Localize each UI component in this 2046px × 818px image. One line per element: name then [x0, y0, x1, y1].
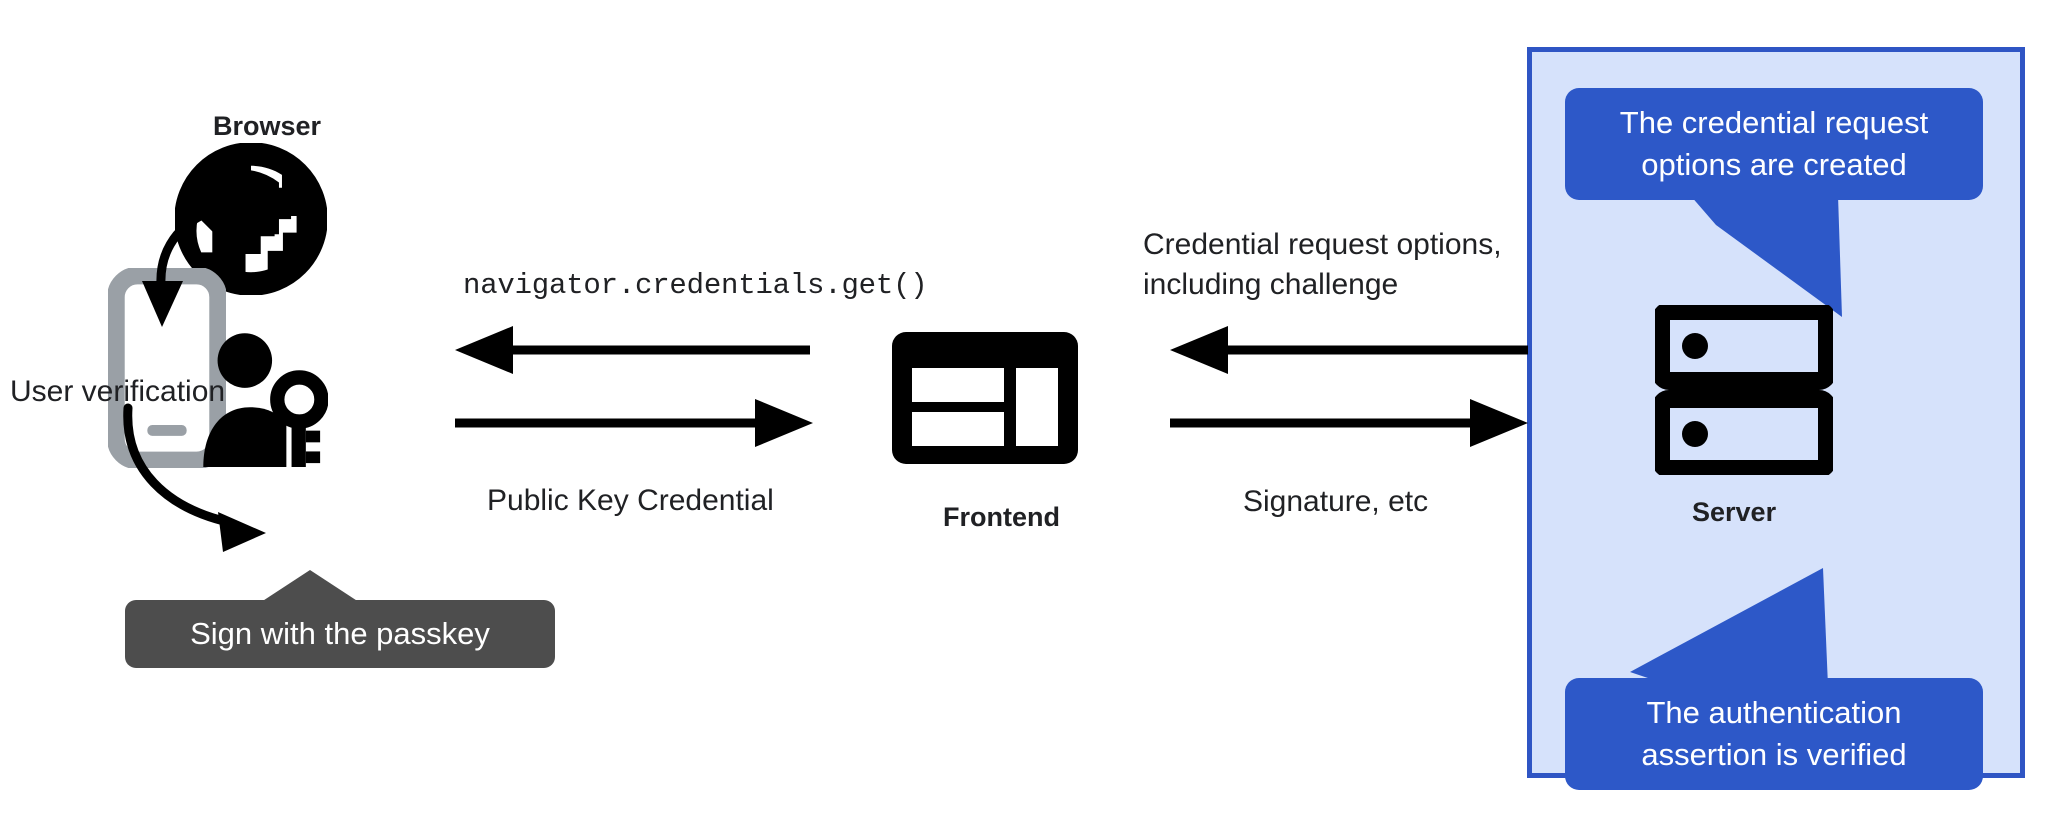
signature-etc-label: Signature, etc — [1243, 485, 1429, 518]
server-callout-top: The credential request options are creat… — [1565, 88, 1983, 200]
credential-request-options-label-line1: Credential request options, — [1143, 228, 1502, 261]
web-layout-icon — [888, 328, 1082, 468]
frontend-label: Frontend — [943, 502, 1060, 532]
globe-icon-detail — [174, 142, 328, 296]
browser-to-frontend-arrow — [455, 399, 813, 447]
user-verification-label: User verification — [10, 375, 226, 408]
server-label: Server — [1692, 497, 1777, 527]
person-with-key-icon — [198, 332, 329, 467]
server-callout-top-line1: The credential request — [1619, 105, 1929, 140]
sign-with-passkey-text: Sign with the passkey — [190, 616, 490, 651]
server-callout-bottom-line2: assertion is verified — [1641, 737, 1907, 772]
frontend-to-browser-arrow — [455, 326, 810, 374]
server-callout-bottom: The authentication assertion is verified — [1565, 678, 1983, 790]
server-callout-bottom-tail — [1630, 568, 1828, 686]
public-key-credential-label: Public Key Credential — [487, 484, 774, 517]
server-icon — [1652, 302, 1836, 478]
credential-request-options-label-line2: including challenge — [1143, 268, 1399, 301]
server-callout-top-line2: options are created — [1641, 147, 1907, 182]
browser-label: Browser — [213, 111, 322, 141]
sign-with-passkey-tooltip: Sign with the passkey — [125, 600, 555, 668]
server-to-frontend-arrow — [1170, 326, 1528, 374]
frontend-to-server-arrow — [1170, 399, 1528, 447]
server-callout-top-tail — [1690, 195, 1842, 317]
server-callout-bottom-line1: The authentication — [1646, 695, 1902, 730]
passkey-tooltip-tail — [255, 570, 365, 606]
browser-to-phone-arrow — [142, 198, 323, 327]
navigator-credentials-get-label: navigator.credentials.get() — [463, 269, 928, 302]
phone-to-user-arrow — [123, 403, 266, 552]
smartphone-icon — [107, 266, 227, 470]
